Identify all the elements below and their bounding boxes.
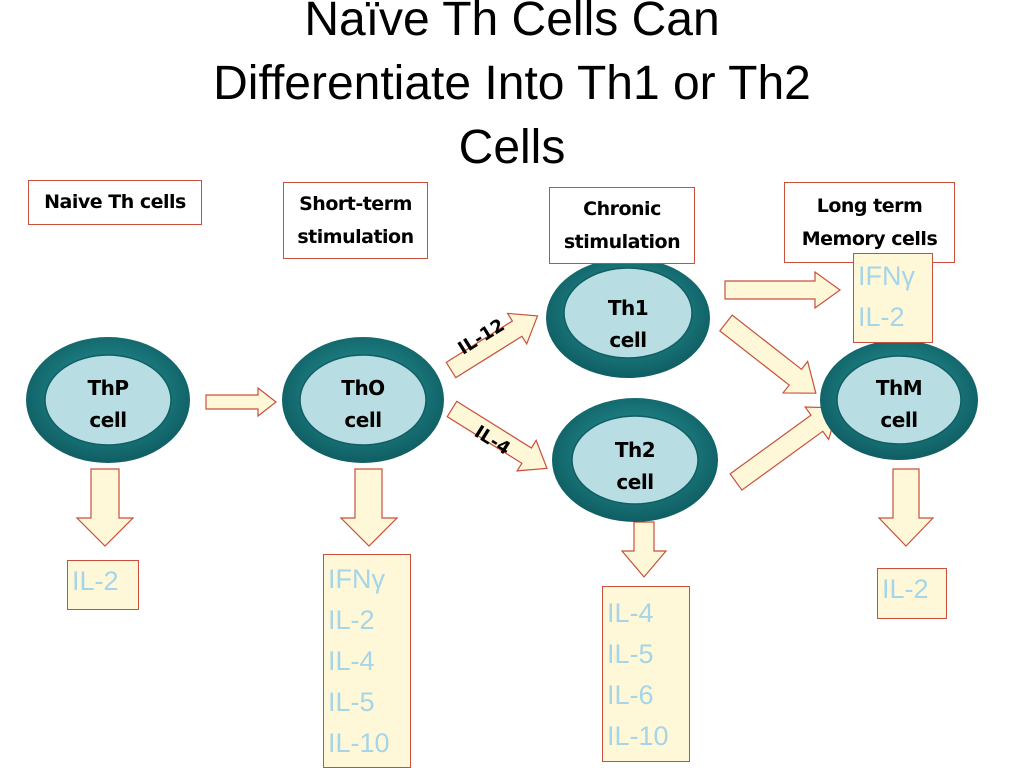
cytokine-item: IFNγ bbox=[328, 564, 385, 594]
label-memory-line-2: Memory cells bbox=[801, 227, 938, 250]
th1-cell-label: Th1 cell bbox=[578, 292, 678, 356]
cytokine-item: IL-2 bbox=[858, 302, 905, 332]
th2-cell-label: Th2 cell bbox=[585, 434, 685, 498]
cytokine-item: IL-10 bbox=[328, 728, 390, 758]
label-naive-th-cells: Naive Th cells bbox=[28, 180, 202, 225]
thm-sub: cell bbox=[880, 408, 918, 432]
tho-name: ThO bbox=[341, 376, 385, 400]
cytokine-item: IL-2 bbox=[882, 574, 929, 604]
thp-sub: cell bbox=[89, 408, 127, 432]
thm-cell-label: ThM cell bbox=[849, 372, 949, 436]
page-title: Naïve Th Cells Can Differentiate Into Th… bbox=[0, 0, 1024, 180]
th2-name: Th2 bbox=[614, 438, 656, 462]
cytokine-item: IFNγ bbox=[858, 261, 915, 291]
thm-name: ThM bbox=[875, 376, 923, 400]
cytokine-item: IL-10 bbox=[607, 721, 669, 751]
th1-sub: cell bbox=[609, 328, 647, 352]
arrow-thm-down bbox=[877, 468, 935, 547]
arrow-thp-to-tho bbox=[205, 386, 277, 418]
cytokines-th1-memory: IFNγ IL-2 bbox=[853, 253, 933, 343]
cytokine-item: IL-2 bbox=[328, 605, 375, 635]
arrow-th1-to-memory-cytokines bbox=[724, 270, 842, 310]
th1-cell-shape bbox=[546, 258, 710, 378]
cytokine-item: IL-4 bbox=[607, 598, 654, 628]
tho-cell-label: ThO cell bbox=[313, 372, 413, 436]
label-short-line-2: stimulation bbox=[297, 225, 414, 248]
cytokines-th2: IL-4 IL-5 IL-6 IL-10 bbox=[602, 586, 690, 762]
thm-cell-shape bbox=[820, 340, 978, 460]
label-naive-text: Naive Th cells bbox=[44, 191, 186, 213]
label-short-term-stimulation: Short-term stimulation bbox=[283, 182, 428, 259]
label-chronic-line-1: Chronic bbox=[583, 197, 661, 220]
cytokine-item: IL-5 bbox=[607, 639, 654, 669]
cytokines-thp: IL-2 bbox=[67, 560, 139, 610]
label-memory-line-1: Long term bbox=[816, 194, 923, 217]
th2-sub: cell bbox=[616, 470, 654, 494]
label-short-line-1: Short-term bbox=[299, 192, 412, 215]
cytokine-item: IL-4 bbox=[328, 646, 375, 676]
tho-sub: cell bbox=[344, 408, 382, 432]
arrow-tho-to-th1 bbox=[445, 312, 539, 379]
cytokines-thm: IL-2 bbox=[877, 568, 947, 619]
th2-cell-shape bbox=[552, 398, 718, 522]
th1-name: Th1 bbox=[607, 296, 649, 320]
cytokines-tho: IFNγ IL-2 IL-4 IL-5 IL-10 bbox=[323, 554, 411, 768]
title-line-1: Naïve Th Cells Can bbox=[304, 0, 720, 46]
title-line-3: Cells bbox=[458, 121, 566, 174]
arrow-th1-to-thm bbox=[719, 314, 817, 394]
thp-cell-label: ThP cell bbox=[58, 372, 158, 436]
cytokine-item: IL-2 bbox=[72, 566, 119, 596]
label-chronic-stimulation: Chronic stimulation bbox=[549, 187, 695, 264]
label-long-term-memory-cells-front bbox=[784, 182, 955, 263]
thp-name: ThP bbox=[87, 376, 129, 400]
tho-cell-shape bbox=[282, 337, 444, 463]
thp-cell-shape bbox=[26, 337, 190, 463]
cytokine-item: IL-5 bbox=[328, 687, 375, 717]
label-chronic-line-2: stimulation bbox=[563, 230, 681, 253]
label-long-term-memory-cells: Long term Memory cells bbox=[784, 182, 955, 263]
arrow-tho-to-th2 bbox=[446, 400, 548, 472]
arrow-th2-down bbox=[620, 521, 668, 578]
cytokine-item: IL-6 bbox=[607, 680, 654, 710]
arrow-tho-down bbox=[339, 468, 399, 547]
title-line-2: Differentiate Into Th1 or Th2 bbox=[213, 57, 811, 110]
arrow-thp-down bbox=[75, 468, 135, 547]
